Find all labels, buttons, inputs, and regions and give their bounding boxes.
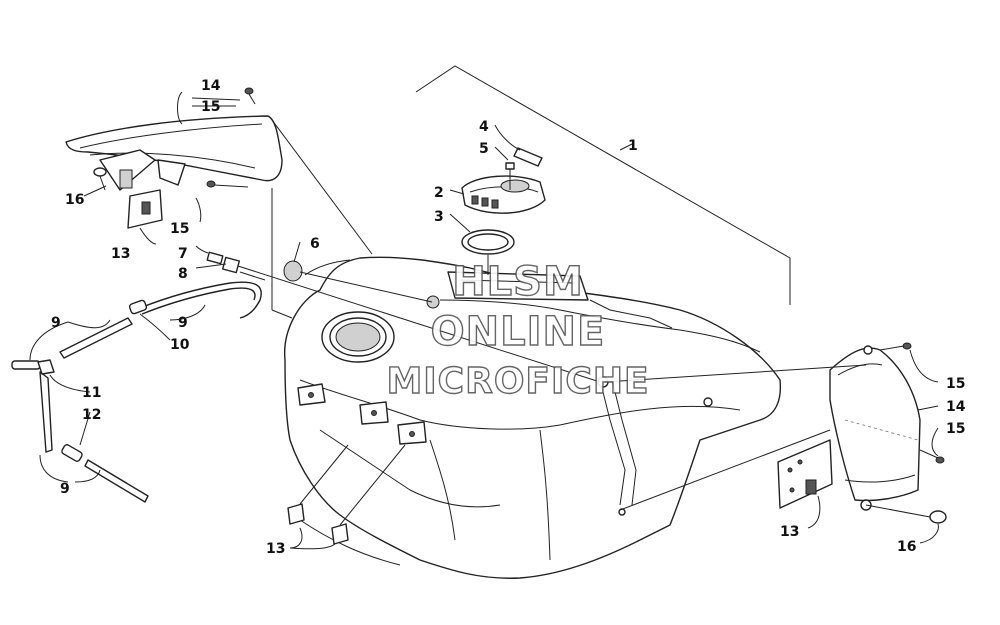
callout-16-right: 16 xyxy=(897,539,916,555)
clip-13-bottom-b xyxy=(331,523,349,545)
sender-plate xyxy=(447,271,589,301)
callout-15-upper-right: 15 xyxy=(946,376,965,392)
fitting-7-8 xyxy=(206,251,241,274)
fuel-tank xyxy=(284,256,782,579)
callout-3: 3 xyxy=(434,209,444,225)
tank-grommet-hole xyxy=(426,295,440,309)
tank-tabs xyxy=(297,383,427,445)
callout-9-mid: 9 xyxy=(178,315,188,331)
watermark-line1: HLSM xyxy=(452,259,584,305)
fitting-10-end xyxy=(128,299,148,315)
callout-13-left: 13 xyxy=(111,246,130,262)
callout-6: 6 xyxy=(310,236,320,252)
side-panel-left xyxy=(65,115,283,191)
bracket-plate-left xyxy=(127,189,163,229)
callout-16-left: 16 xyxy=(65,192,84,208)
callout-15-mid-left: 15 xyxy=(170,221,189,237)
assembly-bracket xyxy=(415,65,791,305)
callout-5: 5 xyxy=(479,141,489,157)
callout-8: 8 xyxy=(178,266,188,282)
vent-hoses-9 xyxy=(11,317,149,503)
filler-neck xyxy=(321,311,395,363)
callout-9-top: 9 xyxy=(51,315,61,331)
clip-13-bottom-a xyxy=(287,503,305,525)
callout-13-bottom: 13 xyxy=(266,541,285,557)
tee-fitting-11 xyxy=(37,359,55,375)
watermark-line2: ONLINE xyxy=(431,309,606,355)
screw-15-mid-left xyxy=(206,180,249,188)
check-valve-12 xyxy=(61,444,83,462)
fuel-cap xyxy=(461,175,546,214)
callout-15-lower-right: 15 xyxy=(946,421,965,437)
callout-14-right: 14 xyxy=(946,399,966,415)
callout-15-top-left: 15 xyxy=(201,99,220,115)
vent-hose-10 xyxy=(139,281,262,319)
callout-11: 11 xyxy=(82,385,101,401)
bracket-plate-right xyxy=(777,439,833,509)
callout-13-right: 13 xyxy=(780,524,799,540)
screw-15-top-right xyxy=(879,342,912,351)
side-panel-right xyxy=(829,345,921,511)
callout-2: 2 xyxy=(434,185,444,201)
cap-screw xyxy=(505,162,515,176)
screw-15-lower-right xyxy=(919,449,945,464)
callout-14-left: 14 xyxy=(201,78,221,94)
watermark-line3: MICROFICHE xyxy=(386,361,649,402)
watermark: HLSM ONLINE MICROFICHE xyxy=(386,258,649,402)
rivet-16-right xyxy=(929,510,947,524)
callout-12: 12 xyxy=(82,407,101,423)
callout-9-bottom: 9 xyxy=(60,481,70,497)
cap-tether xyxy=(513,147,543,167)
grommet-6 xyxy=(283,260,303,282)
callout-10: 10 xyxy=(170,337,190,353)
rivet-16-left xyxy=(93,167,107,191)
callout-4: 4 xyxy=(479,119,489,135)
callout-labels: 1 2 3 4 5 6 7 8 9 9 9 10 11 12 13 13 13 … xyxy=(51,78,966,557)
leader-lines xyxy=(29,91,939,550)
callout-7: 7 xyxy=(178,246,188,262)
callout-1: 1 xyxy=(628,138,638,154)
cap-gasket-inner xyxy=(467,233,509,251)
screw-15-top-left xyxy=(244,87,256,105)
